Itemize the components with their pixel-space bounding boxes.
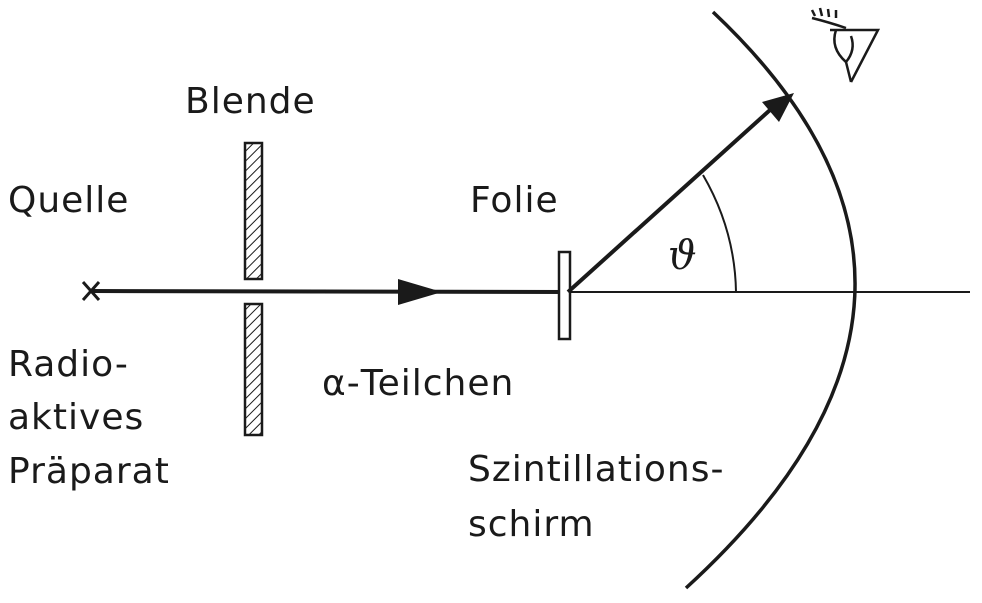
label-radio: Radio- xyxy=(8,344,129,385)
label-quelle: Quelle xyxy=(8,180,130,221)
scintillation-screen xyxy=(684,10,857,590)
label-folie: Folie xyxy=(470,180,559,221)
label-alpha-particles: α-Teilchen xyxy=(322,363,515,404)
scattered-arrow-icon xyxy=(762,93,794,122)
label-praeparat: Präparat xyxy=(8,451,170,492)
aperture-slit-icon xyxy=(243,141,264,437)
eye-icon xyxy=(810,7,881,83)
alpha-beam xyxy=(89,289,569,294)
label-aktives: aktives xyxy=(8,397,145,438)
source-cross-icon xyxy=(81,281,101,301)
label-theta: ϑ xyxy=(668,233,698,279)
scattered-ray xyxy=(566,108,772,294)
label-scintillation-2: schirm xyxy=(468,504,595,545)
label-scintillation-1: Szintillations- xyxy=(468,449,725,490)
foil-icon xyxy=(557,250,572,341)
label-blende: Blende xyxy=(185,81,316,122)
angle-arc xyxy=(702,174,737,293)
beam-arrow-icon xyxy=(398,279,442,305)
